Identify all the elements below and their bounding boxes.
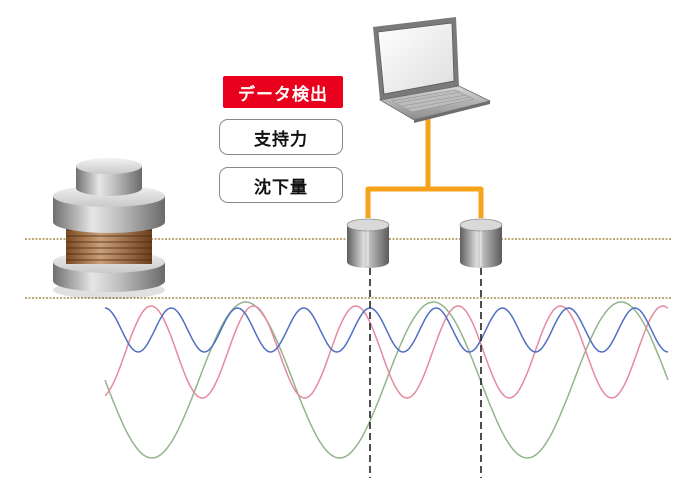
wave-pink [104, 305, 669, 399]
wave-green [104, 301, 669, 459]
sensor-right [459, 218, 503, 268]
sensor-left [346, 218, 390, 268]
weight-stack-icon [53, 158, 165, 299]
waveforms [104, 301, 669, 459]
bearing-capacity-label: 支持力 [219, 119, 343, 155]
data-detection-label: データ検出 [223, 76, 343, 108]
measurement-lines [369, 268, 482, 478]
wave-blue [104, 307, 669, 353]
laptop-icon [373, 17, 492, 123]
cable [365, 111, 484, 218]
settlement-label: 沈下量 [219, 167, 343, 203]
